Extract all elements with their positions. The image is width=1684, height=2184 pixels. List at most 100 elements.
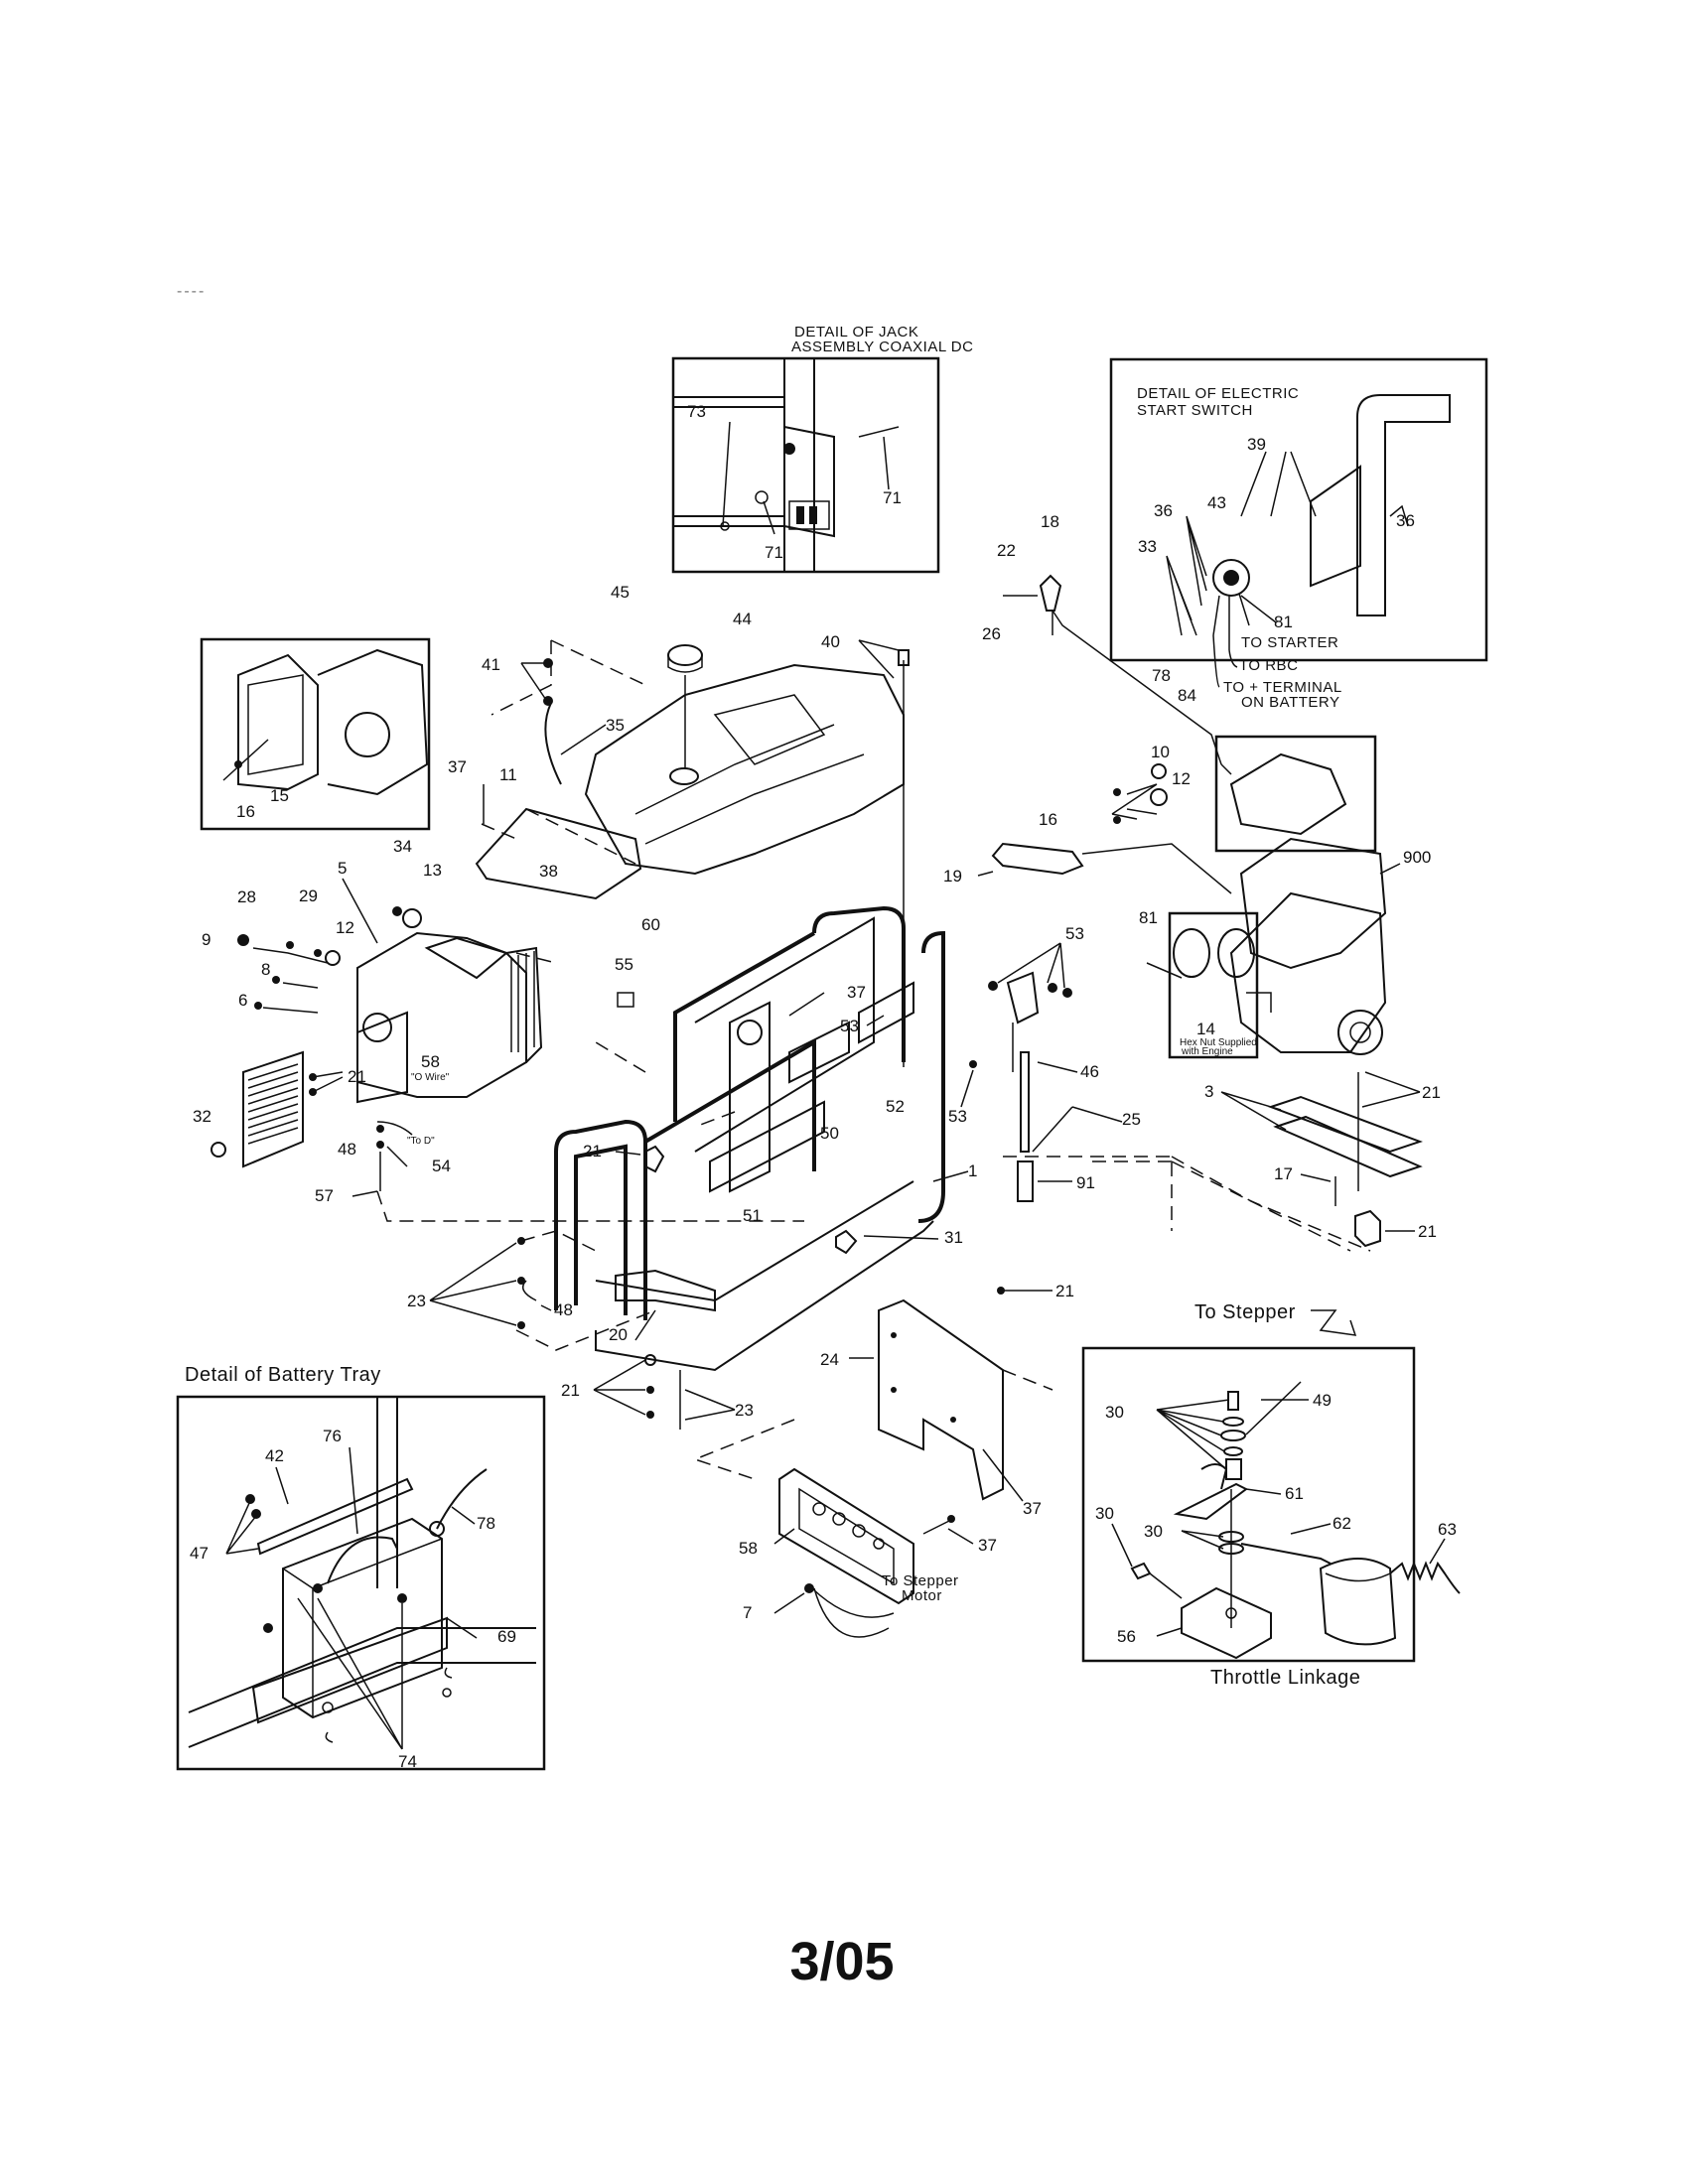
frame-left-front-tube [554, 1119, 647, 1320]
label-hex-nut-2: with Engine [1181, 1046, 1233, 1057]
jack-detail-frame [671, 356, 940, 574]
callout-62: 62 [1333, 1514, 1351, 1533]
callout-7: 7 [743, 1603, 752, 1622]
engine-hex-part-a [1173, 928, 1210, 978]
panel-24-group: 24 37 [692, 1298, 1053, 1518]
leader-900 [1379, 863, 1401, 875]
leaders-21-lower [593, 1359, 646, 1416]
callout-41: 41 [482, 655, 500, 674]
callout-31: 31 [944, 1228, 963, 1247]
callout-37-cp: 37 [978, 1536, 997, 1555]
fuel-tank-ribs [634, 694, 865, 845]
screw-6 [254, 1002, 262, 1010]
screw-53c [1062, 988, 1072, 998]
throttle-bolt-30-shank [1149, 1572, 1183, 1599]
battery-detail-frame [176, 1395, 546, 1771]
switch-knob-center [1223, 570, 1239, 586]
callout-21-rail: 21 [1422, 1083, 1441, 1102]
bolt-23a [517, 1237, 525, 1245]
battery-tray [251, 1616, 448, 1724]
throttle-washer-30a [1222, 1417, 1244, 1427]
jack-connector [788, 500, 830, 530]
leader-61 [1245, 1488, 1282, 1495]
washer-29 [314, 949, 322, 957]
alternator-top [424, 936, 509, 980]
callout-52: 52 [886, 1097, 905, 1116]
label-to-stepper-motor-2: Motor [902, 1587, 942, 1604]
switch-bracket [1310, 465, 1361, 588]
callout-71a: 71 [765, 543, 783, 562]
part-12 [1150, 788, 1168, 806]
callout-69: 69 [497, 1627, 516, 1646]
alternator-end-grille [242, 1050, 304, 1168]
callout-12-left: 12 [336, 918, 354, 937]
clamp-41a [543, 658, 553, 668]
key-assembly: 18 22 26 [982, 512, 1222, 765]
leader-37-panel [982, 1448, 1024, 1502]
callout-42: 42 [265, 1446, 284, 1465]
frame-right-rear-tube [812, 905, 906, 1062]
connection-dashes [694, 1111, 1371, 1252]
control-bracket-group: 53 46 53 25 91 [948, 924, 1141, 1202]
panel-outlet-2 [832, 1512, 846, 1526]
panel-outlet-4 [873, 1538, 885, 1550]
callout-30-left: 30 [1095, 1504, 1114, 1523]
callout-39: 39 [1247, 435, 1266, 454]
callout-35: 35 [606, 716, 625, 735]
callout-40: 40 [821, 632, 840, 651]
corner-mark: ---- [177, 283, 207, 300]
panel-24-hole-c [950, 1417, 956, 1423]
throttle-spacer [1225, 1458, 1242, 1480]
label-panel-51 [709, 1100, 825, 1193]
battery-cable-78 [436, 1468, 488, 1530]
callout-55: 55 [615, 955, 633, 974]
leader-53-frame [866, 1015, 885, 1026]
leader-20 [634, 1309, 656, 1341]
callout-37-frame: 37 [847, 983, 866, 1002]
switch-detail-frame [1109, 357, 1488, 662]
label-to-terminal-2: ON BATTERY [1241, 694, 1339, 711]
isolator-21-left [644, 1145, 665, 1173]
callout-44: 44 [733, 610, 752, 628]
callout-11: 11 [499, 765, 517, 784]
tank-bolt-40 [898, 649, 910, 666]
leader-7 [773, 1592, 805, 1614]
frame-right-front-tube [917, 930, 945, 1223]
callout-57: 57 [315, 1186, 334, 1205]
panel-24-hole-b [891, 1387, 897, 1393]
engine-shaft [1246, 992, 1272, 1013]
callout-21-alt: 21 [348, 1067, 366, 1086]
callout-22: 22 [997, 541, 1016, 560]
callout-37-panel: 37 [1023, 1499, 1042, 1518]
leader-17 [1300, 1173, 1332, 1182]
bolt-21-alt-a [309, 1073, 317, 1081]
callout-78: 78 [1152, 666, 1171, 685]
alternator-bearing [362, 1013, 392, 1042]
bolt-23b [517, 1277, 525, 1285]
label-panel-52 [858, 981, 914, 1044]
bracket-46 [1006, 971, 1040, 1024]
switch-leaders-39 [1240, 451, 1317, 517]
inset-bolt-line [222, 739, 269, 781]
leader-21-frame [615, 1151, 641, 1156]
callout-33: 33 [1138, 537, 1157, 556]
callout-34: 34 [393, 837, 412, 856]
callout-15: 15 [270, 786, 289, 805]
leaders-21-rail [1361, 1071, 1421, 1108]
switch-detail: DETAIL OF ELECTRIC START SWITCH 39 36 43… [1109, 357, 1488, 711]
callout-54: 54 [432, 1157, 451, 1175]
callout-53-top: 53 [1065, 924, 1084, 943]
leaders-30-mid [1181, 1530, 1224, 1550]
callout-48-low: 48 [554, 1300, 573, 1319]
screw-53d [969, 1060, 977, 1068]
fuel-hose [544, 702, 562, 785]
throttle-washer-30c [1223, 1446, 1243, 1456]
engine-body-inset [317, 648, 429, 796]
engine-block [1229, 891, 1387, 1053]
alternator-leader-lines [252, 947, 329, 1014]
callout-58-alt: 58 [421, 1052, 440, 1071]
panel-24-dash [692, 1369, 1053, 1480]
jack-detail-title-1: DETAIL OF JACK [794, 324, 918, 341]
to-stepper-break [1311, 1309, 1357, 1336]
